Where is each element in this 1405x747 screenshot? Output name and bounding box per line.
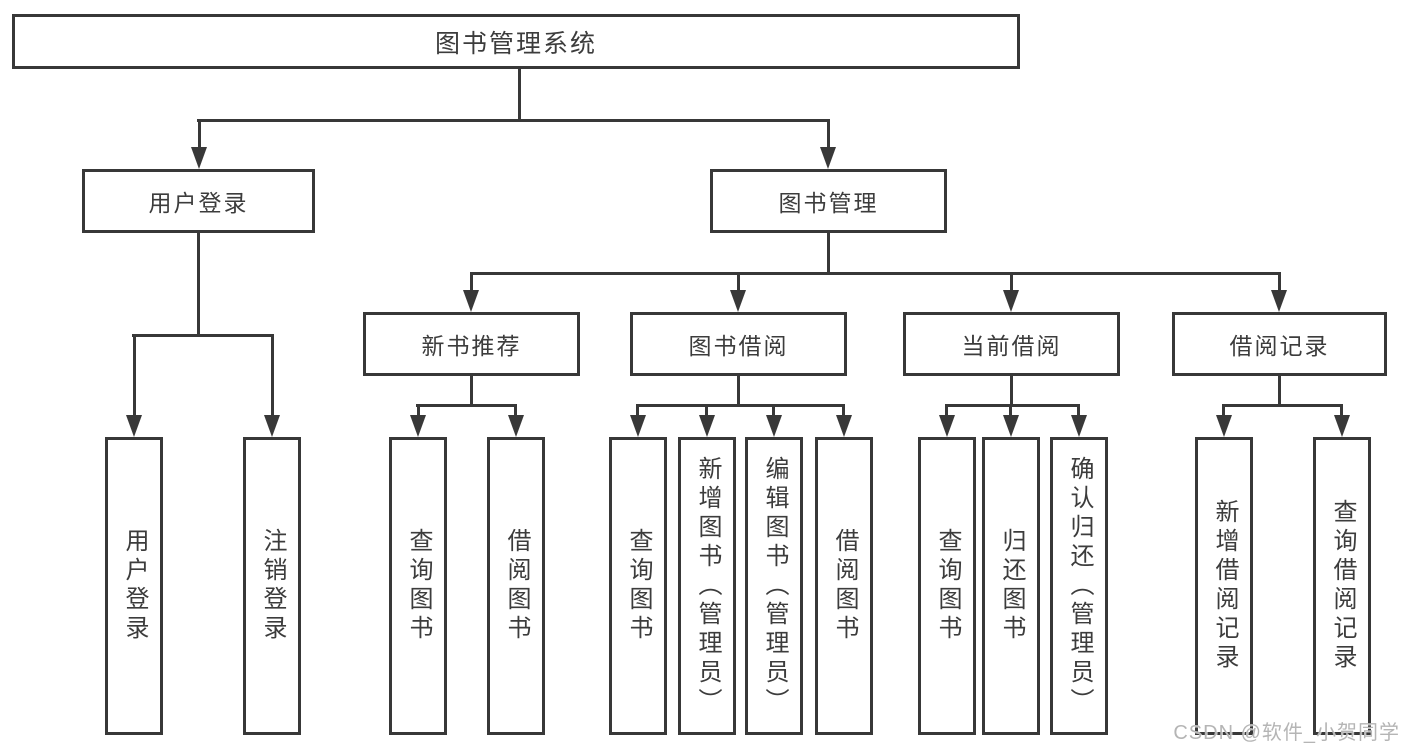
arrow-down-icon — [410, 415, 426, 437]
arrow-down-icon — [508, 415, 524, 437]
connector-line — [514, 404, 517, 416]
connector-line — [518, 68, 521, 121]
arrow-down-icon — [1216, 415, 1232, 437]
leaf-logout: 注销登录 — [243, 437, 301, 735]
leaf-label: 借阅图书 — [831, 528, 858, 644]
connector-line — [1009, 404, 1012, 416]
node-library-management-system: 图书管理系统 — [12, 14, 1020, 69]
leaf-user-login: 用户登录 — [105, 437, 163, 735]
leaf-label: 注销登录 — [259, 528, 286, 644]
connector-line — [772, 404, 775, 416]
connector-line — [842, 404, 845, 416]
connector-line — [417, 404, 420, 416]
leaf-borrow-books: 借阅图书 — [815, 437, 873, 735]
connector-line — [1278, 272, 1281, 292]
arrow-down-icon — [699, 415, 715, 437]
leaf-confirm-return-admin: 确认归还（管理员） — [1050, 437, 1108, 735]
arrow-down-icon — [1334, 415, 1350, 437]
leaf-label: 查询图书 — [405, 528, 432, 644]
arrow-down-icon — [463, 290, 479, 312]
leaf-query-books-borrow: 查询图书 — [609, 437, 667, 735]
node-label: 当前借阅 — [961, 333, 1062, 359]
leaf-label: 查询图书 — [934, 528, 961, 644]
arrow-down-icon — [264, 415, 280, 437]
node-user-login: 用户登录 — [82, 169, 315, 233]
connector-line — [1222, 404, 1225, 416]
leaf-add-borrow-record: 新增借阅记录 — [1195, 437, 1253, 735]
leaf-label: 新增借阅记录 — [1211, 499, 1238, 673]
arrow-down-icon — [730, 290, 746, 312]
leaf-label: 查询图书 — [625, 528, 652, 644]
leaf-label: 确认归还（管理员） — [1066, 455, 1093, 717]
connector-branch — [470, 272, 1281, 275]
arrow-down-icon — [191, 147, 207, 169]
connector-line — [133, 334, 136, 415]
leaf-label: 编辑图书（管理员） — [761, 455, 788, 717]
connector-line — [271, 334, 274, 415]
node-label: 图书管理 — [778, 190, 879, 216]
connector-line — [636, 404, 639, 416]
arrow-down-icon — [939, 415, 955, 437]
node-label: 借阅记录 — [1229, 333, 1330, 359]
node-label: 图书管理系统 — [434, 29, 597, 58]
connector-line — [1278, 376, 1281, 406]
connector-line — [827, 233, 830, 274]
connector-line — [197, 233, 200, 336]
connector-branch — [416, 404, 517, 407]
connector-line — [470, 272, 473, 292]
csdn-watermark: CSDN @软件_小贺同学 — [1173, 722, 1400, 744]
connector-branch — [197, 119, 830, 122]
connector-line — [1077, 404, 1080, 416]
node-book-management: 图书管理 — [710, 169, 947, 233]
leaf-label: 查询借阅记录 — [1329, 499, 1356, 673]
node-book-borrowing: 图书借阅 — [630, 312, 847, 376]
connector-branch — [945, 404, 1080, 407]
leaf-label: 用户登录 — [121, 528, 148, 644]
node-current-borrowing: 当前借阅 — [903, 312, 1120, 376]
arrow-down-icon — [1003, 290, 1019, 312]
leaf-label: 借阅图书 — [503, 528, 530, 644]
connector-line — [737, 376, 740, 406]
connector-line — [827, 119, 830, 149]
connector-line — [1340, 404, 1343, 416]
leaf-query-books-current: 查询图书 — [918, 437, 976, 735]
arrow-down-icon — [766, 415, 782, 437]
node-label: 用户登录 — [148, 190, 249, 216]
arrow-down-icon — [836, 415, 852, 437]
connector-line — [705, 404, 708, 416]
node-label: 图书借阅 — [688, 333, 789, 359]
arrow-down-icon — [126, 415, 142, 437]
connector-branch — [132, 334, 274, 337]
arrow-down-icon — [820, 147, 836, 169]
arrow-down-icon — [630, 415, 646, 437]
node-label: 新书推荐 — [421, 333, 522, 359]
leaf-edit-books-admin: 编辑图书（管理员） — [745, 437, 803, 735]
connector-line — [1010, 376, 1013, 406]
leaf-return-books: 归还图书 — [982, 437, 1040, 735]
node-new-book-recommendation: 新书推荐 — [363, 312, 580, 376]
connector-line — [945, 404, 948, 416]
leaf-label: 归还图书 — [998, 528, 1025, 644]
connector-branch — [1222, 404, 1343, 407]
connector-line — [470, 376, 473, 406]
connector-line — [1010, 272, 1013, 292]
leaf-query-books-recommend: 查询图书 — [389, 437, 447, 735]
node-borrowing-records: 借阅记录 — [1172, 312, 1387, 376]
connector-line — [198, 119, 201, 149]
arrow-down-icon — [1003, 415, 1019, 437]
connector-line — [737, 272, 740, 292]
leaf-query-borrow-record: 查询借阅记录 — [1313, 437, 1371, 735]
arrow-down-icon — [1271, 290, 1287, 312]
arrow-down-icon — [1071, 415, 1087, 437]
connector-branch — [636, 404, 845, 407]
leaf-label: 新增图书（管理员） — [694, 455, 721, 717]
leaf-borrow-books-recommend: 借阅图书 — [487, 437, 545, 735]
leaf-add-books-admin: 新增图书（管理员） — [678, 437, 736, 735]
